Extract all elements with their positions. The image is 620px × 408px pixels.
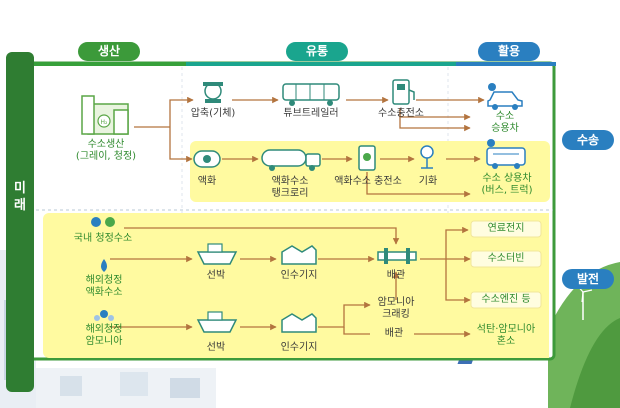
- hydrogen-plant-icon: H₂: [81, 95, 129, 135]
- label-ship-2: 선박: [206, 342, 226, 353]
- ship-icon-1: [196, 243, 238, 265]
- label-vaporization: 기화: [418, 176, 438, 187]
- label-overseas-liquid-hydrogen-line1: 해외청정: [85, 275, 123, 286]
- label-passenger-car-line2: 승용차: [491, 123, 519, 134]
- compressor-icon: [203, 82, 223, 103]
- header-utilization: 활용: [478, 42, 540, 61]
- label-hydrogen-production: 수소생산 (그레이, 청정): [76, 139, 136, 163]
- label-co-firing-line1: 석탄·암모니아: [476, 324, 536, 335]
- power-panel: [43, 213, 549, 358]
- label-co-firing-line2: 혼소: [496, 336, 516, 347]
- label-liquid-tank-lorry-line1: 액화수소: [271, 176, 309, 187]
- side-label-future-text: 미래: [14, 181, 26, 213]
- label-hydrogen-turbine: 수소터빈: [487, 253, 525, 264]
- header-production: 생산: [78, 42, 140, 61]
- label-liquid-tank-lorry: 액화수소 탱크로리: [272, 176, 309, 200]
- label-tube-trailer: 튜브트레일러: [283, 108, 339, 119]
- label-domestic-clean-hydrogen: 국내 청정수소: [73, 233, 133, 244]
- receiving-base-icon-2: [281, 313, 317, 333]
- label-liquid-station: 액화수소 충전소: [334, 176, 402, 187]
- power-arrows: [110, 226, 471, 338]
- liquid-hydrogen-drop-icon: [101, 259, 107, 272]
- label-receiving-base-1: 인수기지: [280, 270, 318, 281]
- bus-truck-icon: [486, 139, 526, 169]
- tank-lorry-icon: [261, 149, 321, 171]
- transport-arrows: [134, 96, 485, 198]
- header-distribution: 유통: [286, 42, 348, 61]
- label-ammonia-cracking-line1: 암모니아: [377, 297, 415, 308]
- label-commercial-vehicle-line1: 수소 상용차: [482, 173, 532, 184]
- label-co-firing: 석탄·암모니아 혼소: [477, 324, 535, 348]
- pipeline-icon: [377, 248, 417, 264]
- label-overseas-ammonia-line1: 해외청정: [85, 324, 123, 335]
- hydrogen-molecule-icon: [91, 217, 115, 227]
- label-passenger-car: 수소 승용차: [491, 111, 519, 135]
- hydrogen-station-icon: [392, 79, 415, 105]
- label-hydrogen-station: 수소충전소: [378, 108, 424, 119]
- label-passenger-car-line1: 수소: [495, 111, 515, 122]
- liquid-station-icon: [358, 145, 376, 171]
- label-overseas-ammonia-line2: 암모니아: [85, 336, 123, 347]
- label-hydrogen-production-line1: 수소생산: [87, 139, 125, 150]
- label-hydrogen-engine: 수소엔진 등: [481, 294, 531, 305]
- label-ammonia-cracking: 암모니아 크래킹: [378, 297, 415, 321]
- label-ship-1: 선박: [206, 270, 226, 281]
- tube-trailer-icon: [282, 83, 340, 106]
- ship-icon-2: [196, 311, 238, 333]
- side-label-power: 발전: [562, 269, 614, 289]
- vaporizer-icon: [420, 145, 434, 169]
- label-liquid-tank-lorry-line2: 탱크로리: [271, 188, 309, 199]
- label-overseas-ammonia: 해외청정 암모니아: [86, 324, 123, 348]
- label-receiving-base-2: 인수기지: [280, 342, 318, 353]
- side-label-future: 미래: [6, 180, 34, 214]
- label-overseas-liquid-hydrogen-line2: 액화수소: [85, 287, 123, 298]
- label-hydrogen-production-line2: (그레이, 청정): [75, 151, 137, 162]
- label-liquefaction: 액화: [197, 176, 217, 187]
- left-bar: [6, 52, 34, 392]
- label-commercial-vehicle: 수소 상용차 (버스, 트럭): [482, 173, 533, 197]
- passenger-car-icon: [487, 83, 523, 110]
- liquefaction-icon: [193, 150, 221, 168]
- label-pipeline-1: 배관: [386, 270, 406, 281]
- svg-text:H₂: H₂: [101, 119, 109, 126]
- label-ammonia-cracking-line2: 크래킹: [382, 309, 410, 320]
- label-overseas-liquid-hydrogen: 해외청정 액화수소: [86, 275, 123, 299]
- ammonia-molecule-icon: [94, 310, 114, 321]
- receiving-base-icon-1: [281, 245, 317, 265]
- label-compression: 압축(기체): [190, 108, 236, 119]
- label-fuel-cell: 연료전지: [487, 223, 525, 234]
- label-commercial-vehicle-line2: (버스, 트럭): [481, 185, 533, 196]
- side-label-transport: 수송: [562, 130, 614, 150]
- label-pipeline-2: 배관: [384, 328, 404, 339]
